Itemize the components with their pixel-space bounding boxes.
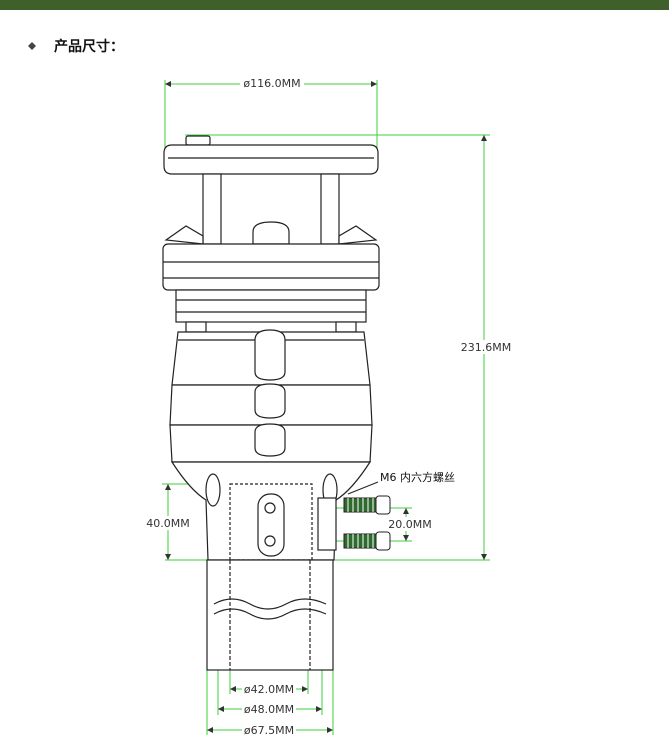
mount-height-label: 40.0MM — [146, 517, 189, 530]
center-sensor — [252, 221, 290, 245]
neck — [175, 289, 367, 323]
right-pillar — [320, 173, 340, 245]
lower-hole — [264, 535, 276, 547]
diamond-bullet-icon — [28, 42, 36, 50]
top-cap — [163, 144, 379, 175]
pipe-outer-diameter-label: ø48.0MM — [244, 703, 294, 716]
section-header: 产品尺寸： — [28, 36, 124, 56]
top-bar — [0, 0, 669, 10]
screw-label: M6 内六方螺丝 — [380, 470, 455, 484]
height-label: 231.6MM — [461, 341, 511, 354]
upper-hole — [264, 502, 276, 514]
hole-spacing-label: 20.0MM — [388, 518, 431, 531]
screws — [343, 481, 391, 551]
top-knob — [185, 135, 211, 146]
left-pillar — [202, 173, 222, 245]
mounting-pipe — [206, 559, 334, 671]
sensor-body — [162, 135, 380, 671]
pipe-inner-diameter-label: ø42.0MM — [244, 683, 294, 696]
base-diameter-label: ø67.5MM — [244, 724, 294, 737]
top-diameter-label: ø116.0MM — [243, 77, 300, 90]
dimension-arrows — [165, 81, 487, 733]
upper-body — [162, 243, 380, 291]
section-title: 产品尺寸： — [54, 39, 124, 55]
